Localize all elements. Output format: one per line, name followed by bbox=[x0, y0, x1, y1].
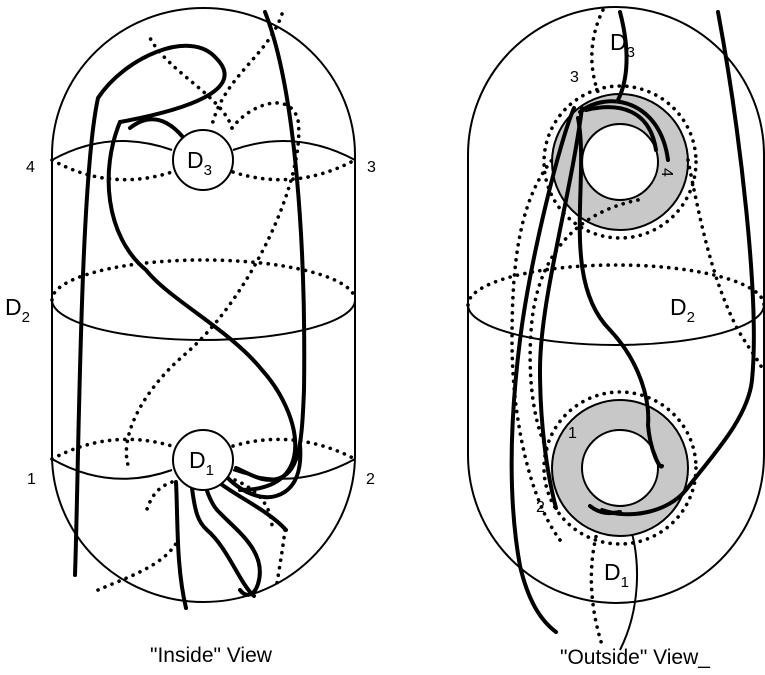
outside-thick-strand bbox=[588, 504, 622, 516]
outside-view-caption: "Outside" View_ bbox=[560, 646, 710, 669]
outside-meridian-top-left bbox=[590, 8, 605, 94]
outside-number-bottom-ring-lower-left: 2 bbox=[536, 499, 545, 516]
outside-number-top-ring-right: 4 bbox=[658, 168, 675, 177]
outside-dotted-strand bbox=[528, 198, 640, 457]
outside-d3-dotted-ring bbox=[542, 84, 698, 240]
outside-d2-front-arc bbox=[467, 304, 765, 346]
inside-number-upper-right: 3 bbox=[367, 159, 376, 176]
outside-dotted-strand bbox=[686, 158, 764, 370]
outside-number-bottom-ring-left: 1 bbox=[568, 425, 577, 442]
outside-thick-strand bbox=[584, 105, 658, 152]
inside-dotted-strand bbox=[274, 528, 287, 592]
outside-d1-label: D1 bbox=[604, 559, 629, 591]
inside-dotted-strand bbox=[124, 101, 301, 467]
inside-d1-label: D1 bbox=[189, 447, 214, 479]
inside-thick-strand bbox=[128, 117, 184, 138]
inside-dotted-strand bbox=[210, 12, 284, 127]
inside-d2-front-arc bbox=[51, 299, 356, 341]
inside-lower-latitude-left-front bbox=[51, 458, 173, 480]
inside-thick-strand bbox=[73, 43, 227, 577]
inside-thick-strand bbox=[204, 486, 262, 597]
inside-number-lower-left: 1 bbox=[27, 471, 36, 488]
inside-thick-strand bbox=[190, 486, 256, 598]
outside-view: D3 D2 D1 3 4 1 2 "Outside" View_ bbox=[466, 6, 765, 669]
inside-dotted-strand bbox=[233, 478, 274, 527]
inside-thick-strand bbox=[234, 10, 307, 482]
outside-d2-back-arc bbox=[466, 263, 765, 307]
outside-d3-label: D3 bbox=[610, 29, 635, 61]
outside-thick-strand bbox=[600, 10, 756, 517]
inside-number-upper-left: 4 bbox=[26, 159, 35, 176]
inside-number-lower-right: 2 bbox=[366, 471, 375, 488]
inside-thick-strand bbox=[222, 443, 303, 500]
outside-meridian-bottom-left bbox=[589, 520, 605, 650]
inside-lower-latitude-left-back bbox=[50, 437, 174, 461]
inside-thick-strand bbox=[106, 120, 298, 492]
inside-upper-latitude-left-front bbox=[50, 158, 174, 182]
outside-thick-strand bbox=[576, 116, 651, 427]
outside-dotted-strand bbox=[510, 158, 562, 542]
outside-thick-strand bbox=[538, 106, 584, 510]
inside-view: D3 D1 D2 4 3 1 2 "Inside" View bbox=[5, 7, 376, 667]
outside-thick-strand bbox=[616, 10, 629, 102]
inside-dotted-strand bbox=[148, 36, 234, 130]
outside-d1-hole bbox=[581, 429, 659, 507]
outside-thick-strand bbox=[578, 99, 670, 162]
outside-thick-strand bbox=[509, 106, 576, 634]
inside-d3-disk bbox=[172, 129, 234, 191]
inside-upper-latitude-left-back bbox=[51, 140, 173, 161]
inside-upper-latitude-right-front bbox=[231, 158, 357, 182]
outside-thick-strand bbox=[646, 423, 664, 469]
inside-d3-label: D3 bbox=[187, 147, 212, 179]
inside-view-caption: "Inside" View bbox=[150, 644, 273, 667]
inside-d2-back-arc bbox=[50, 258, 357, 302]
inside-dotted-strand bbox=[96, 538, 180, 592]
inside-d2-label: D2 bbox=[5, 294, 30, 326]
outside-number-top-ring-left: 3 bbox=[570, 69, 579, 86]
inside-thick-strand bbox=[219, 482, 288, 532]
inside-capsule-outline bbox=[51, 7, 356, 603]
outside-d1-dotted-ring bbox=[542, 390, 698, 546]
inside-d1-disk bbox=[172, 429, 234, 491]
outside-d3-hole bbox=[581, 123, 659, 201]
inside-thick-strand bbox=[174, 480, 188, 610]
outside-d2-label: D2 bbox=[670, 294, 695, 326]
outside-capsule-outline bbox=[467, 6, 765, 604]
inside-dotted-strand bbox=[144, 480, 174, 514]
